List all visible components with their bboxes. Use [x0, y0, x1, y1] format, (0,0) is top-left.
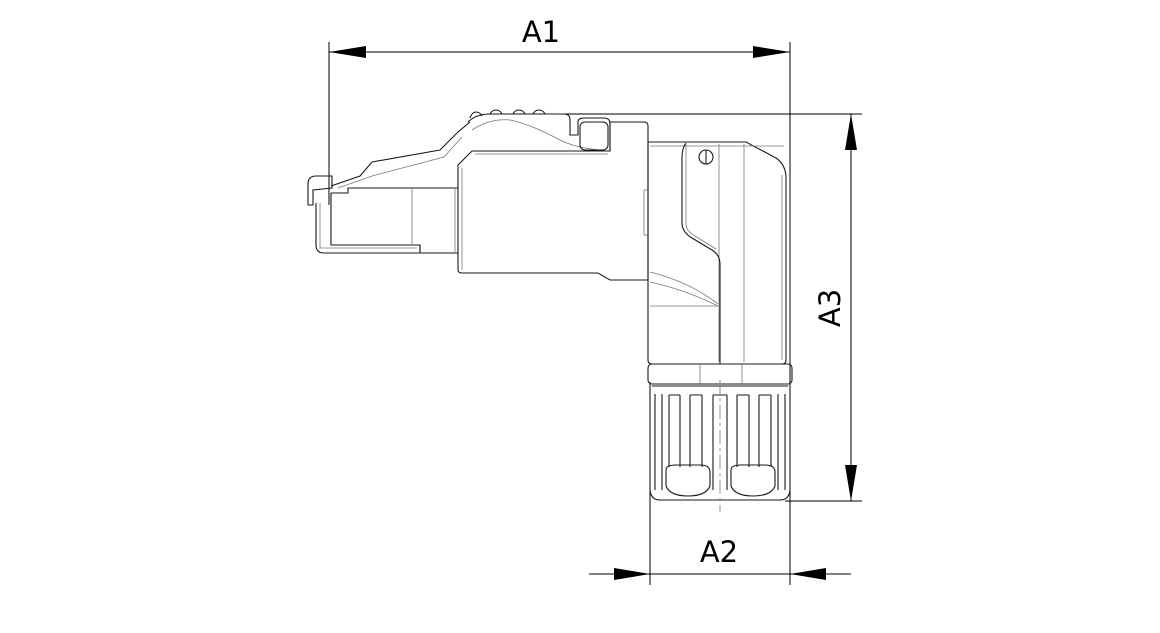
main-housing [457, 121, 649, 281]
a3-arrow-bottom-icon [845, 465, 857, 501]
a3-label: A3 [813, 289, 847, 327]
latch-lever [467, 109, 611, 151]
angled-housing [647, 141, 787, 365]
a3-arrow-top-icon [845, 114, 857, 150]
dimension-a2: A2 [589, 382, 851, 585]
a1-arrow-left-icon [329, 46, 366, 58]
a1-arrow-right-icon [753, 46, 790, 58]
a2-label: A2 [700, 535, 738, 569]
dimension-a3: A3 [560, 113, 862, 502]
a2-arrow-right-icon [790, 568, 826, 580]
gland-nut [649, 380, 791, 512]
dimension-a1: A1 [328, 15, 791, 390]
connector-outline [307, 109, 793, 512]
a1-label: A1 [522, 15, 560, 49]
plug-nose [307, 121, 471, 254]
a2-arrow-left-icon [614, 568, 650, 580]
